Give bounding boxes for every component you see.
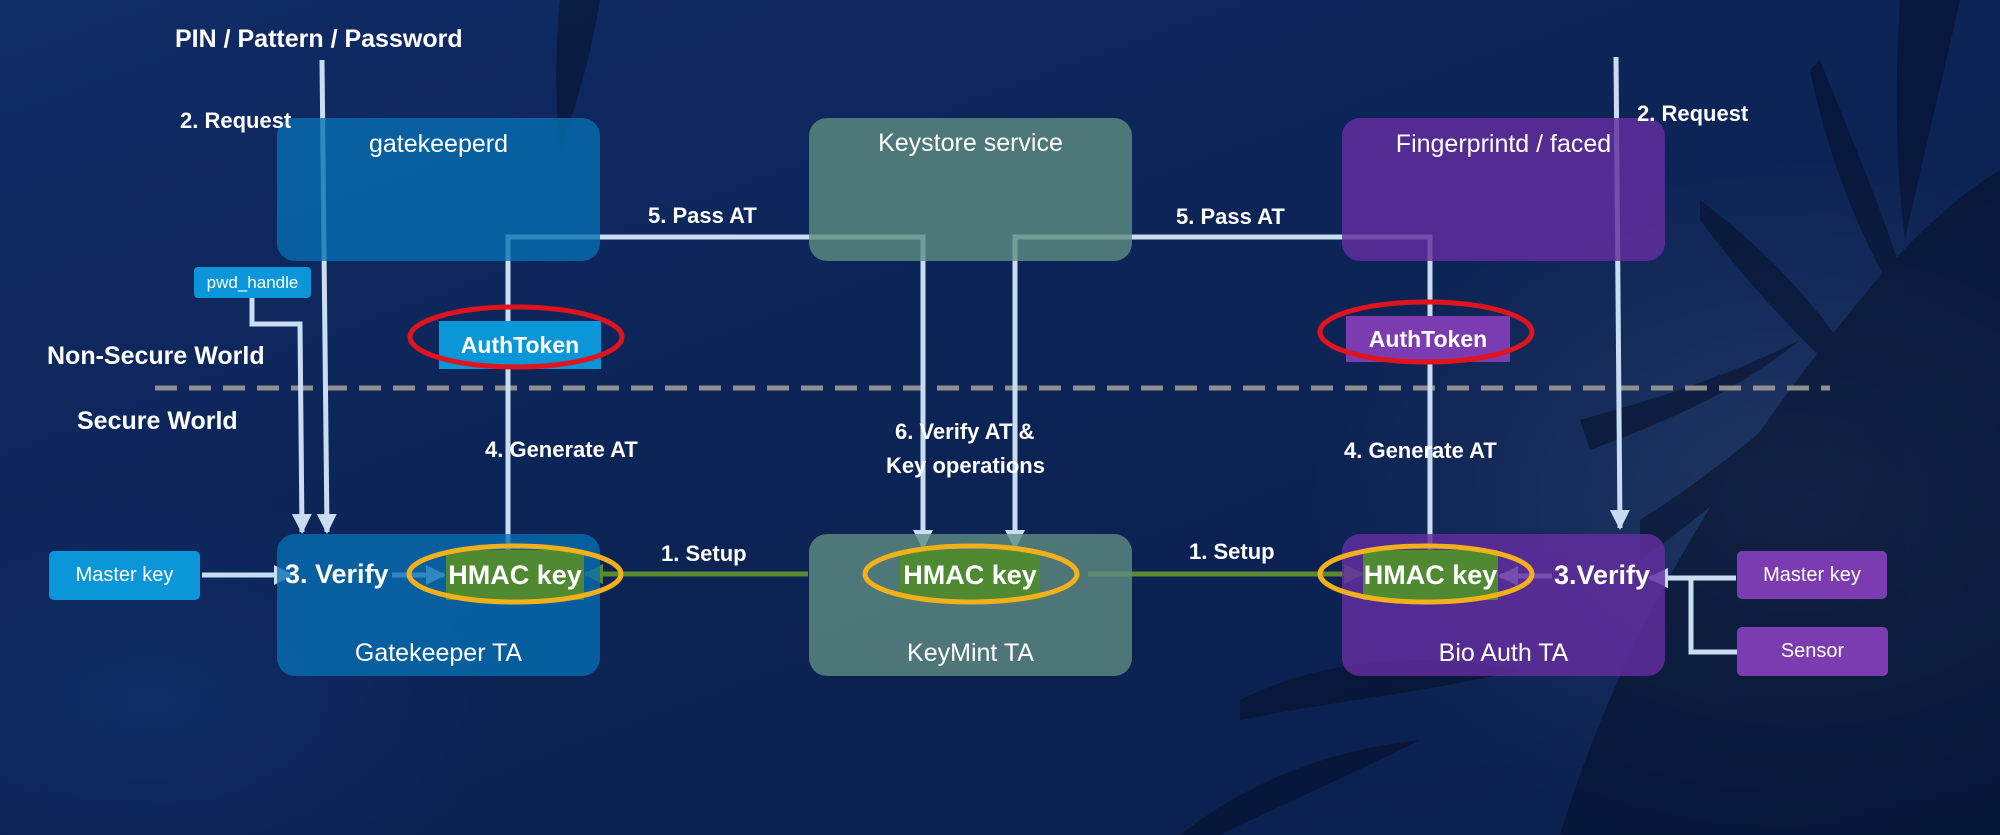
generate-at-left-label: 4. Generate AT (485, 437, 638, 462)
setup-right-label: 1. Setup (1189, 539, 1275, 564)
bio-auth-ta-label: Bio Auth TA (1438, 639, 1569, 667)
authtoken-left-highlight (407, 304, 625, 370)
hmac-key-keymint: HMAC key (900, 550, 1040, 600)
pass-at-right-path (1005, 234, 1433, 550)
verify-at-label-line1: 6. Verify AT & (895, 419, 1035, 444)
fingerprintd-box: Fingerprintd / faced (1342, 118, 1665, 261)
verify-right-label: 3.Verify (1554, 560, 1651, 590)
gatekeeperd-label: gatekeeperd (368, 130, 508, 158)
keystore-service-box: Keystore service (809, 118, 1132, 261)
pwd-handle-pill: pwd_handle (194, 267, 311, 298)
verify-left-label: 3. Verify (285, 559, 389, 589)
fingerprintd-label: Fingerprintd / faced (1395, 130, 1612, 158)
sensor-pill: Sensor (1737, 627, 1888, 676)
pass-at-left-label: 5. Pass AT (648, 203, 757, 228)
hmac-left-highlight (406, 543, 624, 605)
authtoken-right-highlight (1317, 299, 1535, 365)
authtoken-right: AuthToken (1346, 316, 1510, 362)
setup-left-label: 1. Setup (661, 541, 747, 566)
pwd-handle-arrow (249, 297, 312, 534)
keystore-service-label: Keystore service (878, 129, 1063, 157)
pass-at-left-path (505, 234, 933, 550)
generate-at-right-label: 4. Generate AT (1344, 438, 1497, 463)
keymint-ta-label: KeyMint TA (907, 639, 1034, 667)
request-right-label: 2. Request (1637, 101, 1749, 126)
hmac-key-bio: HMAC key (1363, 550, 1498, 600)
pass-at-right-label: 5. Pass AT (1176, 204, 1285, 229)
hmac-right-highlight (1317, 543, 1535, 605)
hmac-center-highlight (862, 543, 1080, 605)
pin-pattern-password-label: PIN / Pattern / Password (175, 25, 463, 53)
hmac-key-gatekeeper: HMAC key (446, 550, 584, 600)
non-secure-world-label: Non-Secure World (47, 342, 265, 370)
request-left-label: 2. Request (180, 108, 292, 133)
gatekeeperd-box: gatekeeperd (277, 118, 600, 261)
master-key-right-pill: Master key (1737, 551, 1887, 599)
master-key-left-pill: Master key (49, 551, 200, 600)
secure-world-label: Secure World (77, 407, 238, 435)
verify-at-label-line2: Key operations (886, 453, 1045, 478)
gatekeeper-ta-label: Gatekeeper TA (354, 639, 523, 667)
